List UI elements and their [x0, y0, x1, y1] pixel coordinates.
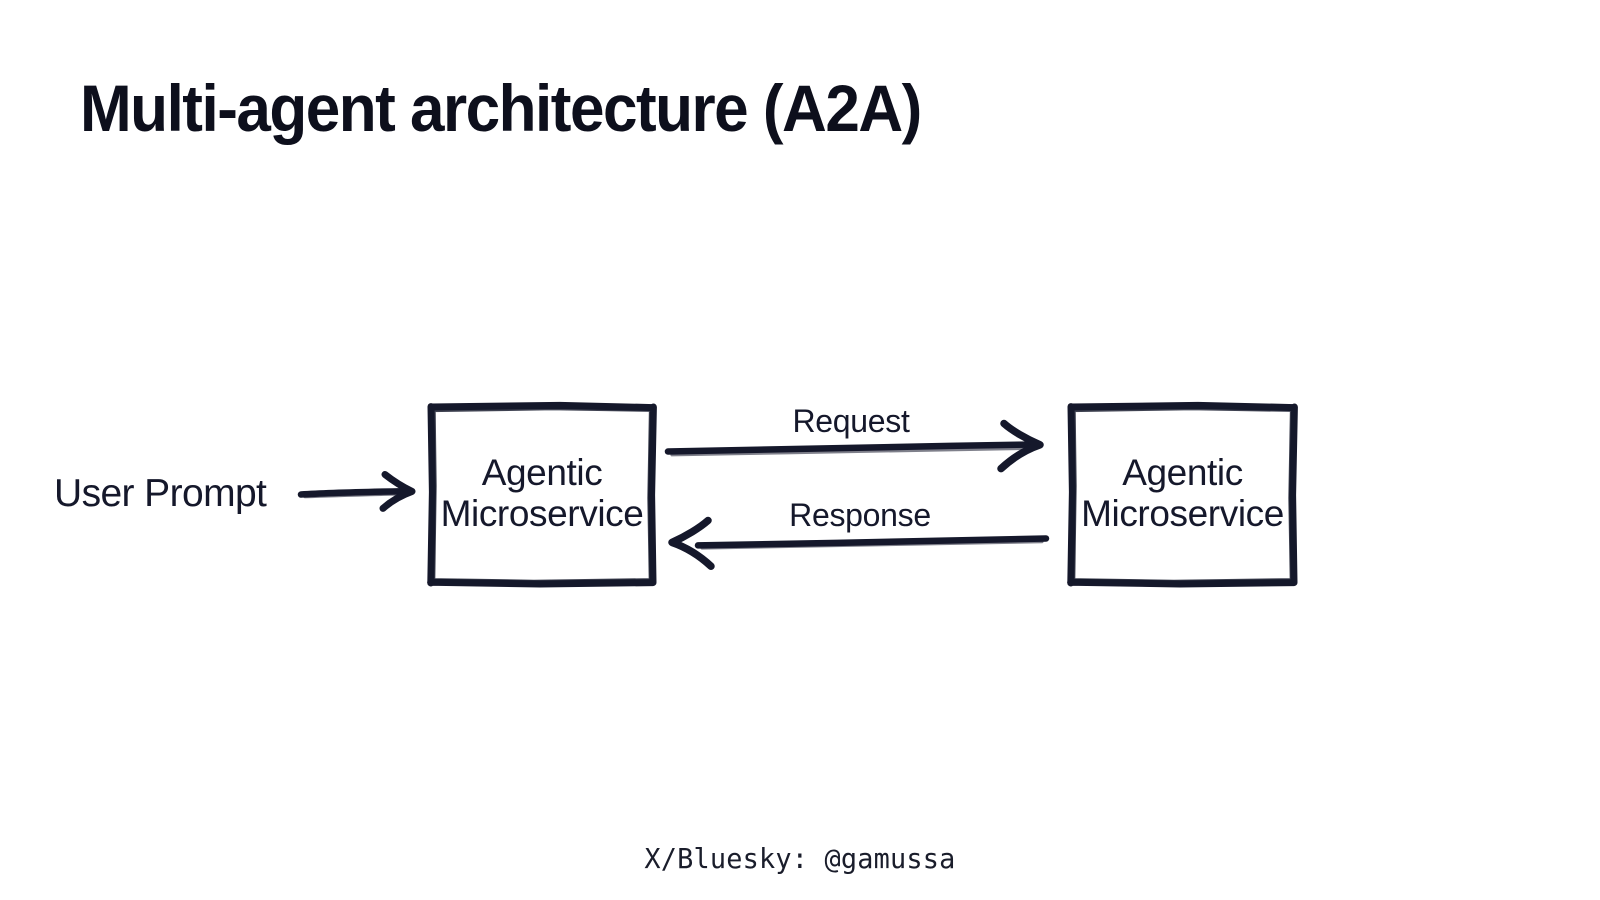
footer-social-handle: X/Bluesky: @gamussa: [644, 842, 956, 875]
page-title: Multi-agent architecture (A2A): [80, 71, 922, 145]
node-left-line1: Agentic: [481, 452, 603, 493]
node-left-label: Agentic Microservice: [430, 452, 654, 535]
node-right-label: Agentic Microservice: [1070, 452, 1295, 535]
user-prompt-label: User Prompt: [54, 472, 267, 515]
node-right-line2: Microservice: [1081, 493, 1284, 535]
node-right-line1: Agentic: [1122, 452, 1243, 493]
edge-request-label: Request: [792, 403, 910, 439]
arrow-right-icon-entry: [297, 471, 416, 512]
edge-response-label: Response: [789, 497, 931, 533]
node-left-line2: Microservice: [440, 493, 644, 535]
